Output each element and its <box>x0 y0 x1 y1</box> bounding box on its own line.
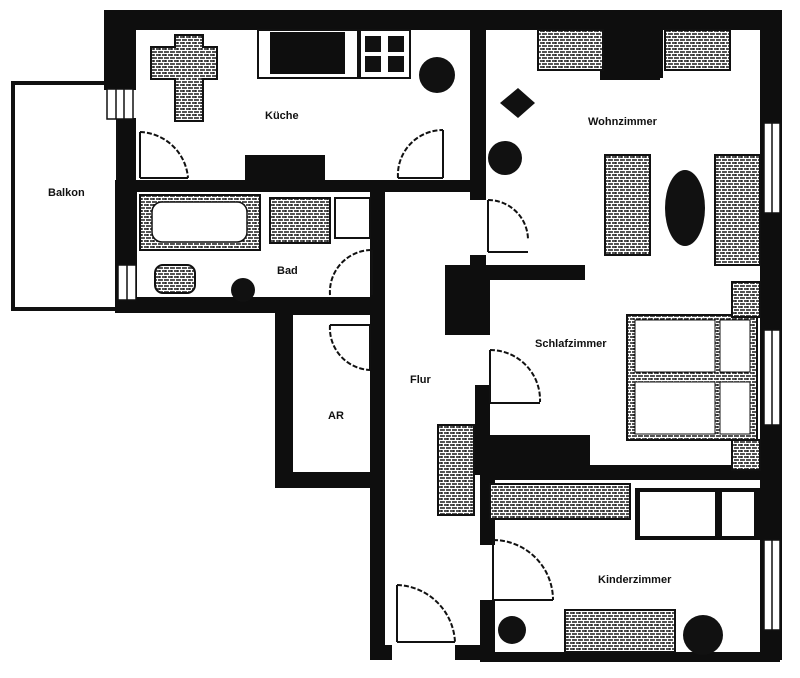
shelf-icon <box>664 29 731 71</box>
nightstand-icon <box>731 439 761 471</box>
dining-table-icon <box>150 34 218 122</box>
windows <box>106 88 781 631</box>
round-table-icon <box>683 615 723 655</box>
room-label-flur: Flur <box>410 374 431 386</box>
door-swings <box>139 128 554 643</box>
hallway-furniture <box>437 424 475 516</box>
plant-icon <box>498 616 526 644</box>
plant-icon <box>419 57 455 93</box>
coffee-table-icon <box>665 170 705 246</box>
room-label-balkon: Balkon <box>48 187 85 199</box>
sofa-icon <box>604 154 651 256</box>
shelf-icon <box>489 483 631 520</box>
kitchen-furniture <box>150 29 455 122</box>
balkon-outline <box>11 81 120 311</box>
room-label-bad: Bad <box>277 265 298 277</box>
wardrobe-icon <box>437 424 475 516</box>
bedroom-furniture <box>626 281 761 471</box>
living-room-furniture <box>488 29 761 266</box>
plant-icon <box>488 141 522 175</box>
toilet-icon <box>154 264 196 294</box>
armchair-icon <box>714 154 761 266</box>
room-label-wohnzimmer: Wohnzimmer <box>588 116 657 128</box>
room-label-kueche: Küche <box>265 110 299 122</box>
tv-cabinet-icon <box>608 30 663 78</box>
bathroom-fixtures <box>139 194 371 302</box>
plant-icon <box>500 88 535 118</box>
plant-icon <box>231 278 255 302</box>
washbasin-icon <box>269 197 331 244</box>
nightstand-icon <box>731 281 761 318</box>
room-label-ar: AR <box>328 410 344 422</box>
kids-room-furniture <box>489 483 760 655</box>
cabinet-icon <box>334 197 371 239</box>
room-label-schlafzimmer: Schlafzimmer <box>535 338 607 350</box>
room-label-kinderzimmer: Kinderzimmer <box>598 574 672 586</box>
desk-icon <box>564 609 676 653</box>
shelf-icon <box>537 29 604 71</box>
